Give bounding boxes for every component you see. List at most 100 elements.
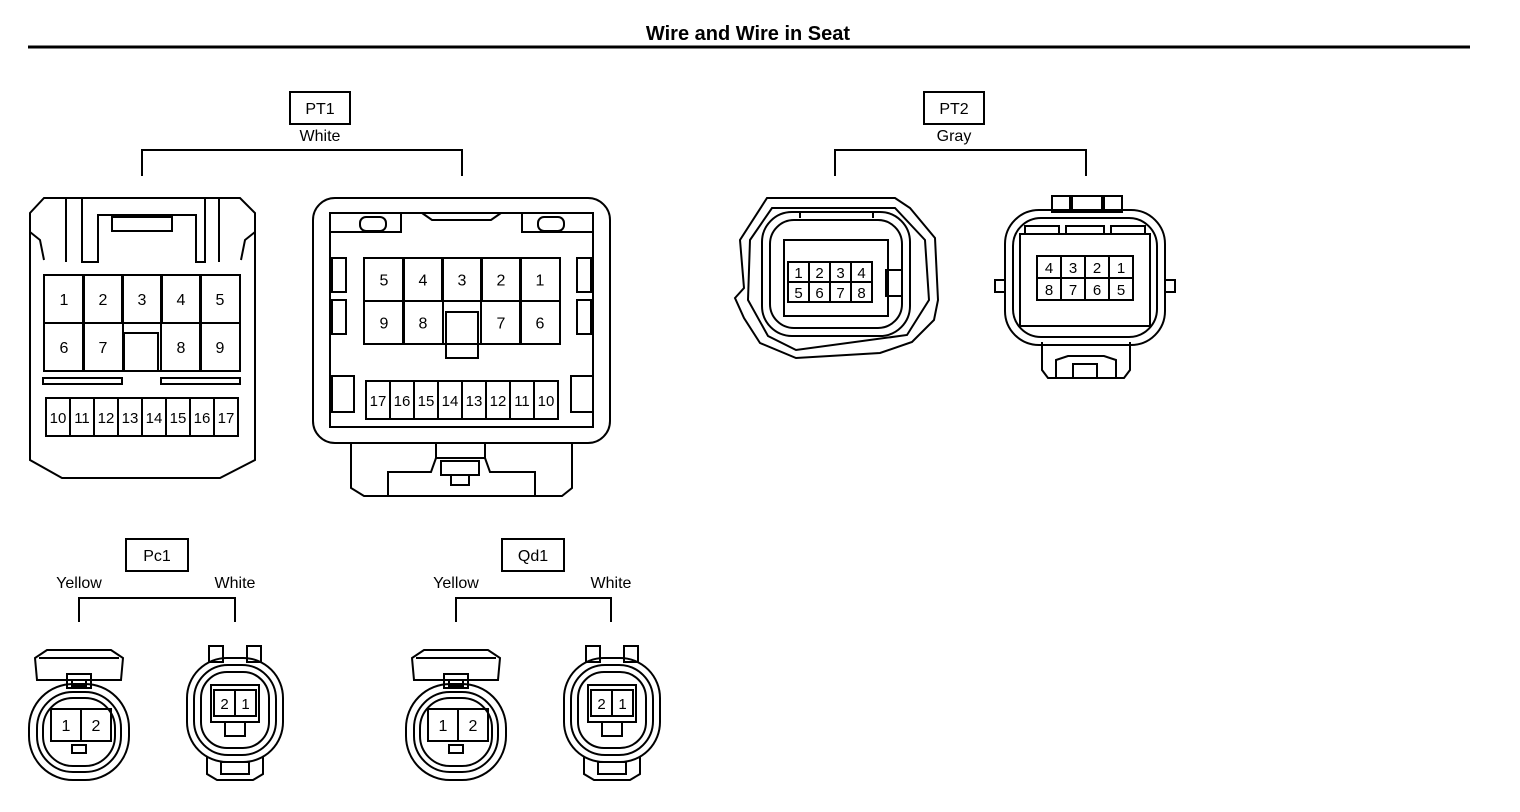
pt1-code-label: PT1	[305, 101, 334, 118]
qd1-left-color-label: Yellow	[433, 575, 479, 592]
pt2-right-pin-label: 6	[1093, 282, 1101, 299]
pt1-left-pin: 15	[165, 397, 191, 437]
pt2-color-label: Gray	[937, 128, 972, 145]
pt1-left-pin: 6	[43, 322, 85, 372]
pt1-left-pin-label: 15	[170, 410, 187, 427]
pt2-right-pin-label: 2	[1093, 260, 1101, 277]
pt1-left-pin: 8	[160, 322, 202, 372]
pt1-bracket	[141, 149, 463, 176]
pt1-right-pin: 8	[402, 300, 444, 345]
qd1-left-pin-label: 1	[439, 718, 448, 735]
pt1-left-pin: 3	[121, 274, 163, 324]
pt1-right-pin-label: 6	[536, 316, 545, 333]
pt1-left-pin-label: 7	[99, 340, 108, 357]
page-title: Wire and Wire in Seat	[646, 23, 850, 45]
pt2-left-pin: 3	[829, 261, 852, 283]
pt2-left-pin: 6	[808, 281, 831, 303]
pt2-left-pin-label: 4	[857, 265, 865, 282]
pt1-left-pin: 17	[213, 397, 239, 437]
pt1-right-pin: 16	[389, 380, 415, 420]
pt1-right-pin-label: 15	[418, 393, 435, 410]
pc1-right-pin-label: 1	[241, 696, 249, 713]
pt1-right-pin: 13	[461, 380, 487, 420]
pt1-code-box	[289, 91, 351, 125]
pc1-bracket	[78, 597, 236, 622]
qd1-right-pin-label: 2	[597, 696, 605, 713]
pc1-left-pin: 2	[80, 708, 112, 742]
pt2-right-pin-label: 7	[1069, 282, 1077, 299]
pc1-left-color-label: Yellow	[56, 575, 102, 592]
pt1-left-pin: 9	[199, 322, 241, 372]
pt2-right-pin: 5	[1108, 277, 1134, 301]
pt1-right-pin: 6	[519, 300, 561, 345]
pt2-left-pin-label: 5	[794, 285, 802, 302]
pt2-left-pin: 7	[829, 281, 852, 303]
pt1-right-pin-label: 13	[466, 393, 483, 410]
pt1-right-pin: 5	[363, 257, 405, 302]
pt1-right-pin: 11	[509, 380, 535, 420]
pt1-right-pin-label: 3	[458, 273, 467, 290]
pc1-right-pin: 2	[213, 689, 236, 717]
qd1-left-pin: 2	[457, 708, 489, 742]
qd1-bracket	[455, 597, 612, 622]
qd1-right-color-label: White	[591, 575, 632, 592]
pt2-right-pin-label: 3	[1069, 260, 1077, 277]
pt1-left-pin: 13	[117, 397, 143, 437]
pt2-left-pin-label: 3	[836, 265, 844, 282]
pt1-left-pin-label: 11	[74, 410, 90, 427]
pt2-right-pin: 4	[1036, 255, 1062, 279]
pt1-left-pin-label: 1	[60, 292, 69, 309]
pt1-right-pin-label: 5	[380, 273, 389, 290]
pt2-left-pin: 8	[850, 281, 873, 303]
pt2-code-box	[923, 91, 985, 125]
pt1-right-pin: 9	[363, 300, 405, 345]
pt1-left-pin-label: 3	[138, 292, 147, 309]
pt2-code-label: PT2	[939, 101, 968, 118]
pt1-right-pin-label: 7	[497, 316, 506, 333]
pc1-code-label: Pc1	[143, 548, 171, 565]
pc1-right-pin: 1	[234, 689, 257, 717]
pt2-left-pin-label: 6	[815, 285, 823, 302]
pt1-right-pin-label: 11	[514, 393, 530, 410]
pt1-left-pin-label: 6	[60, 340, 69, 357]
pt1-right-pin-label: 2	[497, 273, 506, 290]
pt2-right-pin: 8	[1036, 277, 1062, 301]
pt1-right-pin: 10	[533, 380, 559, 420]
pt1-left-pin-label: 10	[50, 410, 67, 427]
pt2-right-pin-label: 4	[1045, 260, 1053, 277]
pt2-right-pin: 2	[1084, 255, 1110, 279]
pt1-right-pin: 7	[480, 300, 522, 345]
pt1-right-pin-label: 14	[442, 393, 459, 410]
pt2-right-pin: 3	[1060, 255, 1086, 279]
pc1-right-pin-label: 2	[220, 696, 228, 713]
pt1-left-pin-label: 4	[177, 292, 186, 309]
pt1-right-pin-label: 17	[370, 393, 387, 410]
pt1-left-pin: 2	[82, 274, 124, 324]
pt1-left-pin-label: 5	[216, 292, 225, 309]
pt1-right-pin-label: 8	[419, 316, 428, 333]
pt1-left-pin: 16	[189, 397, 215, 437]
pt1-right-pin-label: 1	[536, 273, 545, 290]
pt1-right-pin-label: 10	[538, 393, 555, 410]
pt1-right-pin: 15	[413, 380, 439, 420]
pt1-right-pin-label: 9	[380, 316, 389, 333]
pt2-right-pin: 7	[1060, 277, 1086, 301]
pt1-left-pin: 5	[199, 274, 241, 324]
pc1-left-pin-label: 2	[92, 718, 101, 735]
pt2-left-pin-label: 8	[857, 285, 865, 302]
qd1-code-box	[501, 538, 565, 572]
pt1-left-pin-label: 13	[122, 410, 139, 427]
pt2-right-pin-label: 1	[1117, 260, 1125, 277]
pt1-left-pin: 7	[82, 322, 124, 372]
pt2-left-pin: 2	[808, 261, 831, 283]
pt2-right-pin-label: 5	[1117, 282, 1125, 299]
